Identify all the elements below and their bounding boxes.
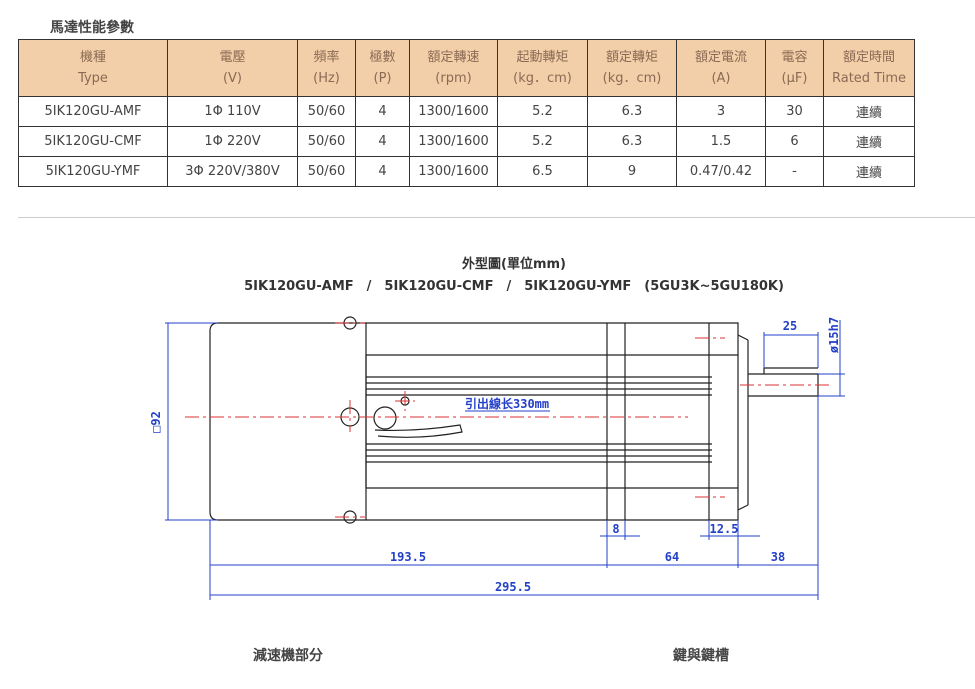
- table-cell: -: [765, 156, 824, 187]
- lead-wire: [374, 424, 463, 438]
- column-header: 頻率 (Hz): [297, 39, 356, 97]
- column-header-sub: Type: [78, 71, 108, 86]
- table-cell: 連續: [823, 96, 915, 127]
- column-header-sub: (Hz): [313, 71, 340, 86]
- column-header-zh: 額定轉矩: [605, 50, 658, 65]
- motor-body-top: [366, 322, 739, 356]
- table-cell: 5IK120GU-CMF: [18, 126, 168, 157]
- table-header-row: 機種 Type 電壓 (V) 頻率 (Hz) 極數 (P) 額定轉速 (rpm) 起動轉矩 (kg．c…: [18, 39, 915, 97]
- column-header-zh: 機種: [79, 50, 106, 65]
- table-cell: 連續: [823, 156, 915, 187]
- spec-table: 機種 Type 電壓 (V) 頻率 (Hz) 極數 (P) 額定轉速 (rpm) 起動轉矩 (kg．c…: [18, 39, 915, 187]
- column-header: 額定轉速 (rpm): [409, 39, 498, 97]
- column-header: 電容 (μF): [765, 39, 824, 97]
- motor-body-bottom: [366, 487, 739, 521]
- column-header-zh: 額定轉速: [427, 50, 480, 65]
- dim-193-5: 193.5: [390, 550, 426, 564]
- key-section-label: 鍵與鍵槽: [673, 648, 729, 664]
- table-cell: 0.47/0.42: [676, 156, 766, 187]
- column-header-zh: 額定時間: [842, 50, 895, 65]
- column-header-zh: 電容: [781, 50, 808, 65]
- column-header-zh: 電壓: [219, 50, 246, 65]
- divider: [18, 217, 975, 218]
- table-cell: 1300/1600: [409, 156, 498, 187]
- column-header-sub: (μF): [781, 71, 808, 86]
- column-header-zh: 頻率: [313, 50, 340, 65]
- table-cell: 1.5: [676, 126, 766, 157]
- table-cell: 9: [587, 156, 677, 187]
- table-cell: 6.5: [497, 156, 588, 187]
- column-header-sub: (V): [222, 71, 243, 86]
- table-cell: 6.3: [587, 126, 677, 157]
- column-header-zh: 起動轉矩: [516, 50, 569, 65]
- column-header-sub: (kg．cm): [602, 71, 662, 86]
- dim-key-length: 25: [783, 319, 797, 333]
- table-cell: 50/60: [297, 126, 356, 157]
- drawing-title: 外型圖(單位mm): [462, 257, 566, 272]
- dim-square: □92: [149, 411, 163, 433]
- table-cell: 3: [676, 96, 766, 127]
- table-cell: 4: [355, 156, 410, 187]
- lead-wire-label: 引出線长330mm: [465, 396, 549, 411]
- table-cell: 1Φ 220V: [167, 126, 298, 157]
- dim-295-5: 295.5: [495, 580, 531, 594]
- column-header-sub: (rpm): [435, 71, 472, 86]
- reducer-section-label: 減速機部分: [253, 648, 323, 664]
- dim-shaft-diameter: ø15h7: [827, 317, 841, 353]
- table-cell: 1300/1600: [409, 126, 498, 157]
- table-cell: 5IK120GU-AMF: [18, 96, 168, 127]
- dim-38: 38: [771, 550, 785, 564]
- table-cell: 5IK120GU-YMF: [18, 156, 168, 187]
- section-title: 馬達性能參數: [50, 20, 134, 36]
- column-header-zh: 額定電流: [694, 50, 747, 65]
- column-header-sub: Rated Time: [831, 71, 906, 86]
- table-cell: 3Φ 220V/380V: [167, 156, 298, 187]
- column-header-zh: 極數: [369, 50, 396, 65]
- column-header: 起動轉矩 (kg．cm): [497, 39, 588, 97]
- column-header: 額定時間 Rated Time: [823, 39, 915, 97]
- column-header-sub: (kg．cm): [513, 71, 572, 86]
- table-cell: 50/60: [297, 156, 356, 187]
- column-header: 額定轉矩 (kg．cm): [587, 39, 677, 97]
- column-header: 額定電流 (A): [676, 39, 766, 97]
- drawing-models: 5IK120GU-AMF / 5IK120GU-CMF / 5IK120GU-Y…: [244, 279, 784, 294]
- dim-8: 8: [612, 522, 619, 536]
- column-header: 電壓 (V): [167, 39, 298, 97]
- lead-wire-exit: [373, 406, 397, 430]
- column-header-sub: (P): [373, 71, 392, 86]
- dim-64: 64: [665, 550, 679, 564]
- column-header-sub: (A): [711, 71, 731, 86]
- column-header: 極數 (P): [355, 39, 410, 97]
- dim-12-5: 12.5: [710, 522, 739, 536]
